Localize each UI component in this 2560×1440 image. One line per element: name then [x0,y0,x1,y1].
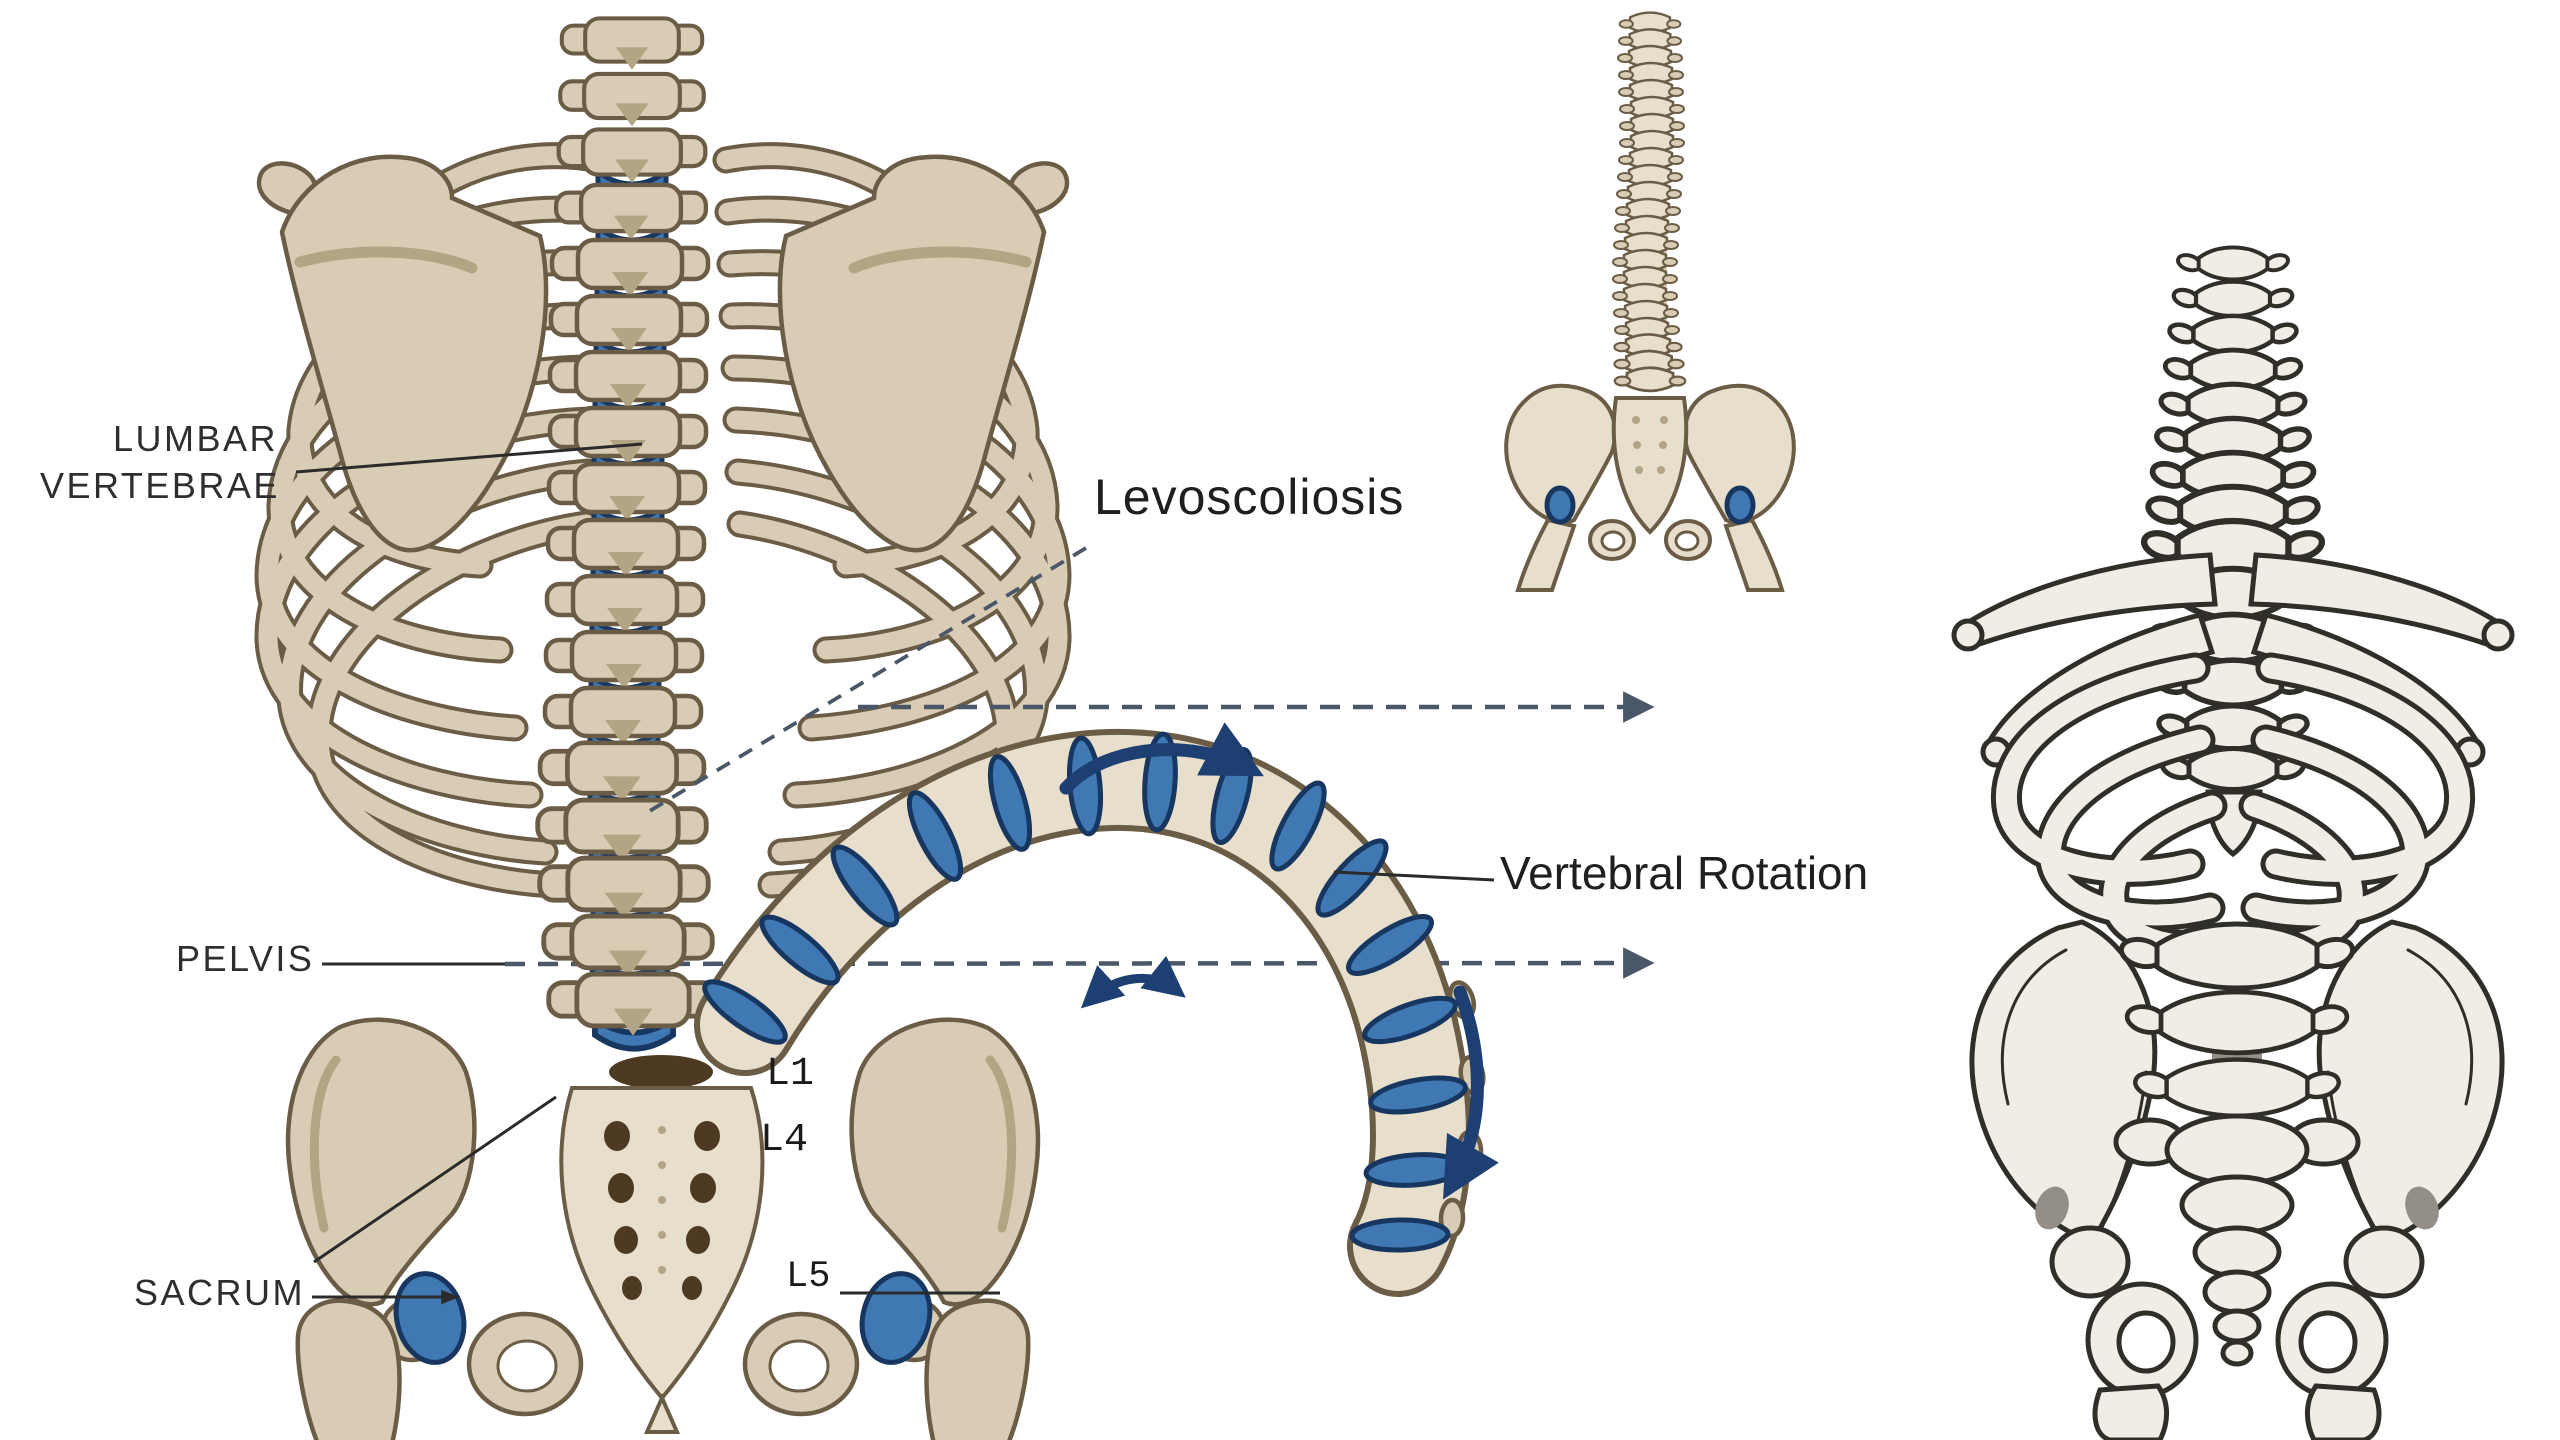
spine-column [538,18,717,1035]
dashed-leader-levoscoliosis [647,546,1087,814]
pelvis-label: PELVIS [176,938,315,979]
vertebra-l4-label: L4 [760,1118,809,1163]
leader-line-sacrum-diagonal [313,1095,557,1264]
scoliotic-spine-curve [694,728,1486,1297]
sacrum-bone [559,1086,765,1434]
pelvis-bones [288,1020,1038,1440]
vertebral-rotation-label: Vertebral Rotation [1500,847,1869,899]
lumbar-label-line2: VERTEBRAE [40,464,280,506]
leader-line-lumbar [295,442,643,474]
sacrum-label: SACRUM [134,1272,306,1313]
lumbar-label-line1: LUMBAR [112,418,278,459]
rotation-arrow-bottom-icon [1443,985,1499,1200]
pelvis-detail-figure [1972,922,2502,1440]
lineart-sacrum [2113,1113,2361,1367]
vertebra-l1-label: L1 [766,1052,815,1097]
rotation-arrow-middle-icon [1080,955,1186,1009]
dashed-reference-arrow-lower [322,947,1655,979]
ribcage-detail-figure [1951,245,2512,945]
levoscoliosis-label: Levoscoliosis [1094,469,1405,525]
rotation-arrow-top-icon [1059,722,1264,795]
lumbar-vertebrae-label: LUMBAR VERTEBRAE [40,416,278,510]
leader-line-vertebral-rotation [1333,870,1495,882]
overview-sacrum [1611,396,1689,535]
spine-overview-figure [1506,11,1794,590]
main-skeleton-illustration [259,18,1499,1440]
vertebra-l5-label: L5 [786,1256,831,1298]
